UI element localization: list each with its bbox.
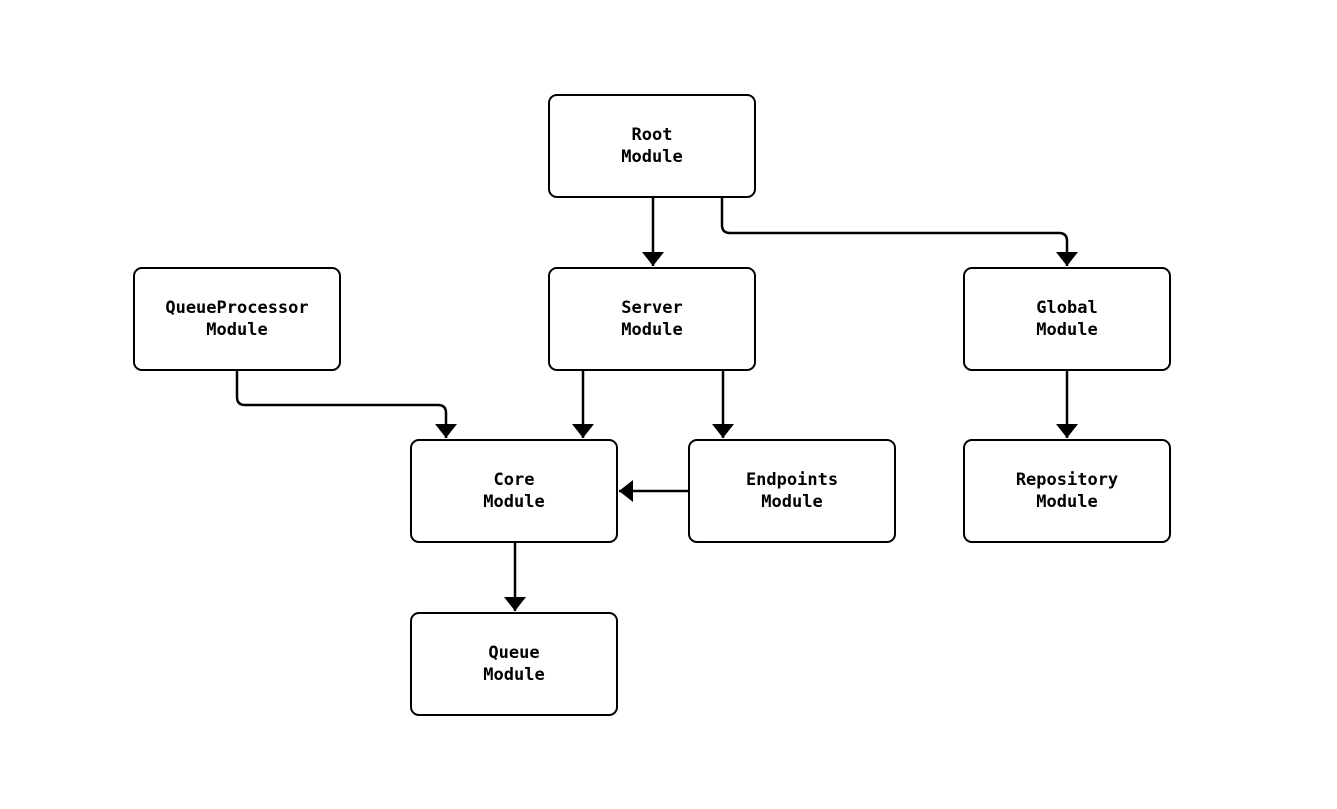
node-label-line: Repository — [1015, 470, 1119, 490]
node-label-line: Endpoints — [745, 470, 839, 490]
node-label-line: Global — [1036, 298, 1098, 318]
node-label-line: Queue — [488, 643, 540, 663]
edge-group — [235, 198, 1078, 611]
node-label-line: Module — [483, 665, 545, 685]
node-label-line: Root — [631, 125, 673, 145]
edge-queueprocessor-to-core — [235, 371, 457, 438]
edge-root-to-global — [720, 198, 1078, 266]
node-label-line: Module — [761, 492, 823, 512]
node-label-line: Module — [206, 320, 268, 340]
node-label-line: QueueProcessor — [165, 298, 309, 318]
node-label-line: Module — [1036, 320, 1098, 340]
node-label-line: Module — [621, 147, 683, 167]
node-label-line: Server — [621, 298, 683, 318]
node-label-line: Module — [483, 492, 545, 512]
node-label-line: Module — [1036, 492, 1098, 512]
node-label-line: Core — [493, 470, 535, 490]
node-label-line: Module — [621, 320, 683, 340]
